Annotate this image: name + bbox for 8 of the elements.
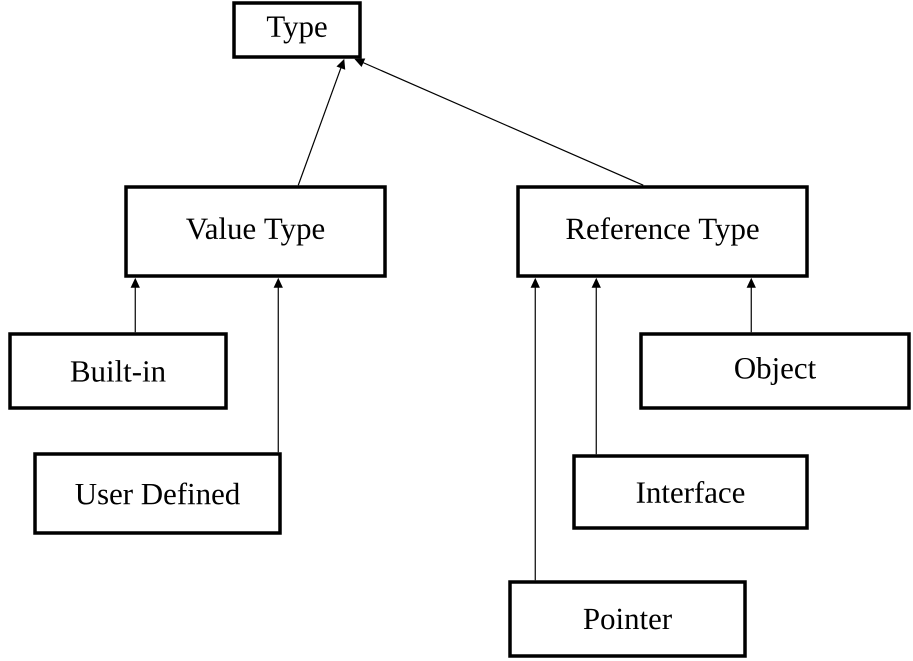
class-box: Reference Type (516, 185, 809, 278)
class-box: Type (232, 1, 362, 59)
class-box: Pointer (508, 580, 747, 658)
class-box: Value Type (124, 185, 387, 278)
class-box: Object (639, 332, 911, 410)
class-box: User Defined (33, 452, 282, 535)
class-box: Built-in (8, 332, 228, 410)
class-box: Interface (572, 454, 809, 530)
